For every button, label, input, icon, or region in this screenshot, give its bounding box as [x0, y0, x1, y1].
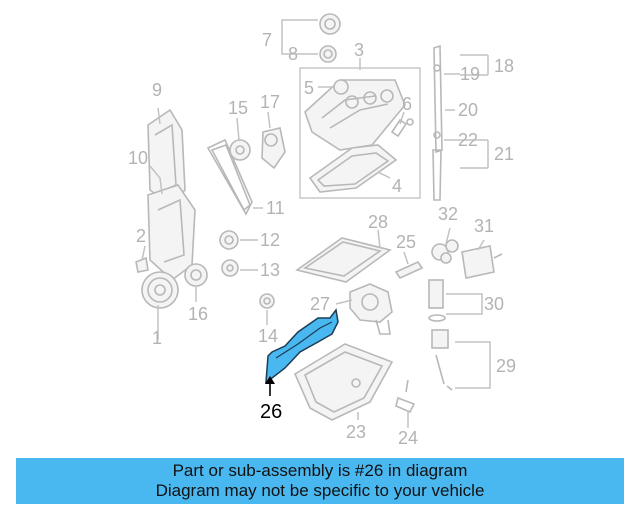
label-9: 9: [152, 80, 162, 100]
label-23: 23: [346, 422, 366, 442]
timing-cover-part: [147, 108, 196, 282]
leader-lines: [141, 19, 491, 428]
label-4: 4: [392, 176, 402, 196]
valve-cover-gasket-part: [308, 144, 398, 193]
oil-pump-part: [349, 283, 393, 335]
gasket-25-part: [394, 260, 424, 280]
banner-line-1: Part or sub-assembly is #26 in diagram: [172, 461, 468, 480]
label-10: 10: [128, 148, 148, 168]
filter-element-30-part: [428, 279, 446, 322]
label-21: 21: [494, 144, 514, 164]
label-15: 15: [228, 98, 248, 118]
tensioner-17-part: [261, 127, 286, 170]
label-20: 20: [458, 100, 478, 120]
seal-14-part: [259, 293, 275, 309]
idler-12-part: [219, 230, 239, 250]
bolt-2-part: [135, 256, 149, 273]
crank-pulley-part: [141, 271, 179, 309]
label-7: 7: [262, 30, 272, 50]
drain-plug-24-part: [395, 379, 416, 414]
oil-pan-part: [293, 343, 394, 421]
label-2: 2: [136, 226, 146, 246]
sensor-6-part: [390, 118, 414, 138]
label-13: 13: [260, 260, 280, 280]
label-3: 3: [354, 40, 364, 60]
pulley-15-part: [229, 139, 251, 161]
label-18: 18: [494, 56, 514, 76]
label-31: 31: [474, 216, 494, 236]
label-27: 27: [310, 294, 330, 314]
label-12: 12: [260, 230, 280, 250]
label-16: 16: [188, 304, 208, 324]
oil-cap-part: [319, 13, 349, 95]
oil-pickup-plate-part: [295, 237, 392, 283]
label-11: 11: [266, 198, 285, 218]
label-29: 29: [496, 356, 516, 376]
label-6: 6: [402, 94, 412, 114]
label-22: 22: [458, 130, 478, 150]
label-24: 24: [398, 428, 418, 448]
label-17: 17: [260, 92, 280, 112]
label-30: 30: [484, 294, 504, 314]
idler-13-part: [221, 259, 239, 277]
label-25: 25: [396, 232, 416, 252]
part-labels: 1 2 3 4 5 6 7 8 9 10 11 12 13 14 15 16 1…: [128, 30, 516, 448]
oil-baffle-highlighted-part: [265, 308, 339, 384]
parts-diagram: 1 2 3 4 5 6 7 8 9 10 11 12 13 14 15 16 1…: [128, 13, 516, 448]
housing-32-part: [431, 239, 459, 264]
filter-31-part: [461, 245, 503, 279]
label-19: 19: [460, 64, 480, 84]
label-14: 14: [258, 326, 278, 346]
belt-part: [206, 138, 253, 216]
sensor-29-part: [431, 329, 453, 391]
valve-cover-part: [304, 79, 406, 151]
label-32: 32: [438, 204, 458, 224]
gear-16-part: [184, 263, 208, 287]
label-26: 26: [260, 401, 282, 423]
info-banner: Part or sub-assembly is #26 in diagram D…: [16, 458, 624, 504]
dipstick-tube-part: [432, 44, 443, 201]
label-8: 8: [288, 44, 298, 64]
banner-line-2: Diagram may not be specific to your vehi…: [155, 481, 485, 500]
label-28: 28: [368, 212, 388, 232]
label-1: 1: [152, 328, 162, 348]
label-5: 5: [304, 78, 314, 98]
